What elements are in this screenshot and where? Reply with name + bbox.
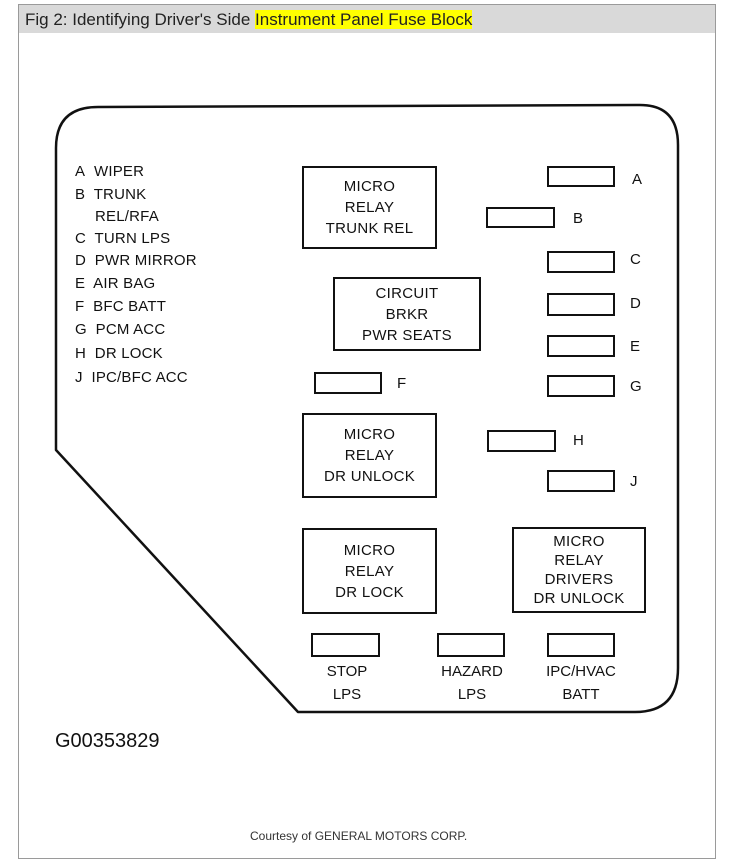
- legend-item: J IPC/BFC ACC: [75, 369, 188, 386]
- fuse-hazard-lps: [437, 633, 505, 657]
- fuse-c-label: C: [630, 251, 641, 268]
- fuse-stop-lps: [311, 633, 380, 657]
- fuse-f: [314, 372, 382, 394]
- fuse-a: [547, 166, 615, 187]
- legend-item: H DR LOCK: [75, 345, 163, 362]
- legend-item: D PWR MIRROR: [75, 252, 197, 269]
- fuse-b-label: B: [573, 210, 584, 227]
- credit-line: Courtesy of GENERAL MOTORS CORP.: [250, 829, 468, 843]
- legend-item: E AIR BAG: [75, 275, 156, 292]
- fuse-j: [547, 470, 615, 492]
- fuse-h-label: H: [573, 432, 584, 449]
- figure-code: G00353829: [55, 730, 160, 752]
- title-highlight: Instrument Panel Fuse Block: [255, 10, 473, 29]
- fuse-j-label: J: [630, 473, 638, 490]
- fuse-g: [547, 375, 615, 397]
- fuse-d-label: D: [630, 295, 641, 312]
- fuse-ipc-hvac-batt: [547, 633, 615, 657]
- fuse-b: [486, 207, 555, 228]
- legend-item: F BFC BATT: [75, 298, 167, 315]
- legend-item: G PCM ACC: [75, 321, 166, 338]
- legend-item: A WIPER: [75, 163, 145, 180]
- figure-title: Fig 2: Identifying Driver's Side Instrum…: [25, 10, 473, 30]
- fuse-a-label: A: [632, 171, 643, 188]
- fuse-h: [487, 430, 556, 452]
- fuse-e-label: E: [630, 338, 641, 355]
- fuse-g-label: G: [630, 378, 642, 395]
- legend-item: REL/RFA: [95, 208, 159, 225]
- fuse-f-label: F: [397, 375, 407, 392]
- legend-item: B TRUNK: [75, 186, 147, 203]
- fuse-c: [547, 251, 615, 273]
- fuse-d: [547, 293, 615, 316]
- legend-item: C TURN LPS: [75, 230, 171, 247]
- fuse-e: [547, 335, 615, 357]
- title-prefix: Fig 2: Identifying Driver's Side: [25, 10, 256, 29]
